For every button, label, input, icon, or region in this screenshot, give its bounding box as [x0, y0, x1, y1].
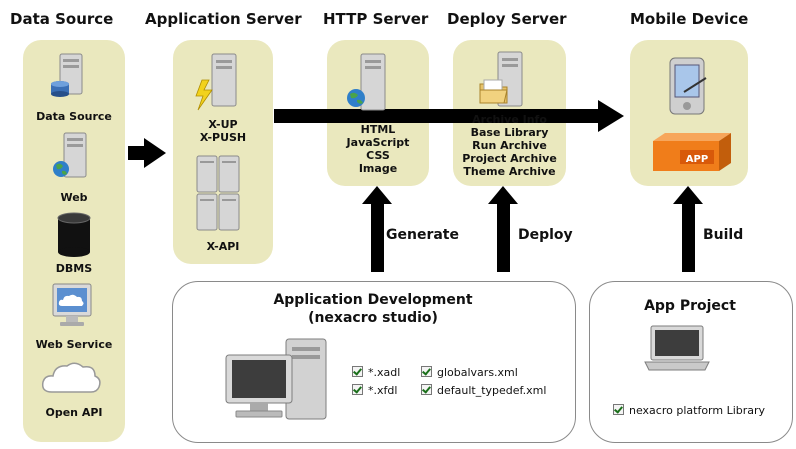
deploy-item-archive-info: Archive Info — [472, 113, 547, 126]
file-xadl-label: *.xadl — [368, 366, 401, 379]
dbms-item-label: DBMS — [55, 262, 93, 275]
checkbox-icon — [613, 404, 624, 415]
library-checkbox-item: nexacro platform Library — [613, 404, 765, 417]
http-item-image: Image — [358, 162, 398, 175]
app-dev-subtitle: (nexacro studio) — [308, 310, 438, 326]
api-server-cluster-icon — [195, 154, 245, 238]
web-service-item-label: Web Service — [35, 338, 113, 351]
web-item-label: Web — [60, 191, 88, 204]
deploy-item-project-archive: Project Archive — [462, 152, 557, 165]
web-server-icon — [52, 131, 94, 187]
laptop-icon — [643, 324, 713, 378]
deploy-item-base-library: Base Library — [470, 126, 549, 139]
file-checkbox-item: default_typedef.xml — [421, 384, 546, 397]
header-mobile-device: Mobile Device — [630, 10, 749, 28]
checkbox-icon — [352, 366, 363, 377]
file-typedef-label: default_typedef.xml — [437, 384, 547, 397]
data-source-item-label: Data Source — [36, 110, 112, 123]
xup-label: X-UP — [208, 118, 238, 131]
web-service-monitor-icon — [50, 282, 96, 336]
file-checkbox-item: *.xfdl — [352, 384, 397, 397]
header-deploy-server: Deploy Server — [447, 10, 567, 28]
generate-label: Generate — [386, 227, 459, 243]
file-checkbox-item: *.xadl — [352, 366, 400, 379]
file-globalvars-label: globalvars.xml — [437, 366, 518, 379]
app-package-icon — [651, 133, 733, 181]
http-item-html: HTML — [360, 123, 396, 136]
checkbox-icon — [421, 384, 432, 395]
http-item-javascript: JavaScript — [346, 136, 410, 149]
http-item-css: CSS — [366, 149, 390, 162]
header-application-server: Application Server — [145, 10, 302, 28]
checkbox-icon — [421, 366, 432, 377]
http-server-icon — [345, 52, 391, 118]
desktop-computer-icon — [224, 337, 334, 431]
build-label: Build — [703, 227, 744, 243]
deploy-label: Deploy — [518, 227, 573, 243]
cloud-icon — [40, 360, 101, 400]
file-checkbox-item: globalvars.xml — [421, 366, 518, 379]
deploy-item-run-archive: Run Archive — [472, 139, 547, 152]
app-dev-title: Application Development — [273, 292, 473, 308]
xapi-label: X-API — [206, 240, 240, 253]
deploy-item-theme-archive: Theme Archive — [463, 165, 556, 178]
header-http-server: HTTP Server — [323, 10, 429, 28]
platform-library-label: nexacro platform Library — [629, 404, 766, 417]
app-badge-label: APP — [685, 154, 709, 165]
deploy-server-folder-icon — [478, 50, 528, 114]
app-project-title: App Project — [644, 298, 736, 314]
pda-device-icon — [666, 56, 712, 124]
open-api-item-label: Open API — [45, 406, 103, 419]
checkbox-icon — [352, 384, 363, 395]
header-data-source: Data Source — [10, 10, 114, 28]
xpush-label: X-PUSH — [199, 131, 247, 144]
database-server-icon — [48, 52, 90, 106]
file-xfdl-label: *.xfdl — [368, 384, 398, 397]
push-server-icon — [192, 52, 242, 114]
dbms-cylinder-icon — [54, 212, 94, 264]
